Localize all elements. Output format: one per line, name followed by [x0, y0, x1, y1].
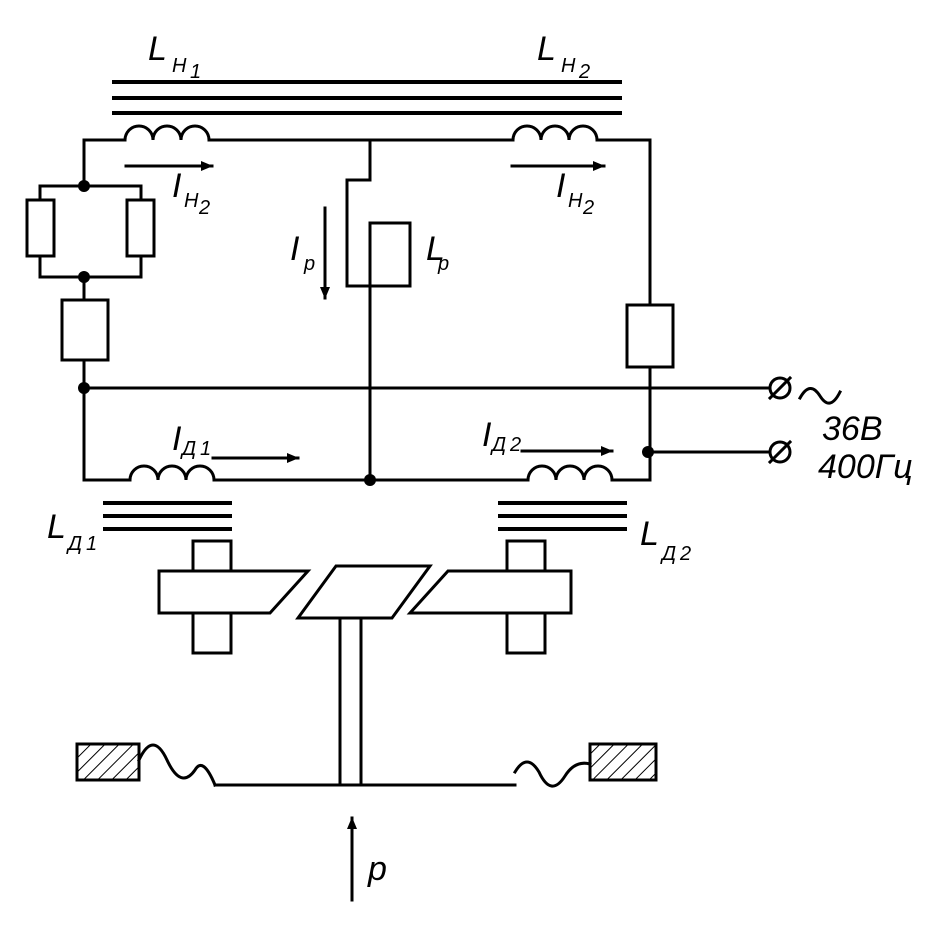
coil-lh1 — [123, 124, 211, 142]
armature-assembly — [157, 539, 573, 787]
terminal-top[interactable] — [767, 375, 793, 401]
inductor-lp — [368, 221, 412, 288]
core-post-right-bottom — [505, 611, 547, 655]
svg-text:2: 2 — [509, 434, 521, 456]
coil-lh2 — [511, 124, 599, 142]
support-left — [75, 742, 141, 782]
membrane-corrugation-left — [137, 743, 217, 787]
coil-ld1 — [128, 464, 216, 482]
armature-plate — [295, 564, 433, 620]
svg-text:Д: Д — [490, 434, 506, 456]
resistor-left-series — [60, 298, 110, 362]
middle-branch — [345, 138, 412, 486]
resistor-right — [625, 303, 675, 369]
supply-frequency-label: 400Гц — [818, 448, 913, 486]
svg-text:2: 2 — [582, 197, 594, 219]
core-post-left-bottom — [191, 611, 233, 655]
svg-text:I: I — [172, 167, 182, 205]
svg-text:L: L — [537, 30, 556, 68]
svg-text:1: 1 — [86, 533, 97, 555]
svg-text:1: 1 — [200, 438, 211, 460]
svg-text:р: р — [303, 253, 315, 275]
svg-text:Н: Н — [568, 190, 583, 212]
label-ih2-right: I Н 2 — [556, 167, 594, 219]
svg-text:Н: Н — [561, 55, 576, 77]
bottom-core-ld1 — [103, 501, 232, 531]
left-branch — [25, 138, 156, 482]
ac-tilde-icon — [797, 387, 843, 405]
pressure-label: p — [367, 850, 387, 888]
core-block-left — [157, 569, 312, 615]
membrane-corrugation-right — [512, 760, 592, 788]
svg-text:Д: Д — [180, 438, 196, 460]
core-post-left-top — [191, 539, 233, 573]
svg-text:I: I — [482, 416, 492, 454]
top-wire — [82, 124, 652, 142]
coil-ld2 — [526, 464, 614, 482]
svg-text:Н: Н — [172, 55, 187, 77]
current-arrows — [124, 161, 614, 902]
svg-text:I: I — [290, 230, 300, 268]
resistor-left-a — [25, 198, 56, 258]
svg-text:2: 2 — [198, 197, 210, 219]
bottom-core-ld2 — [498, 501, 627, 531]
svg-text:I: I — [556, 167, 566, 205]
support-right — [588, 742, 658, 782]
right-branch — [625, 138, 675, 482]
svg-text:L: L — [47, 508, 66, 546]
svg-text:Д: Д — [66, 533, 82, 555]
bottom-wire — [82, 464, 652, 482]
svg-text:Д: Д — [660, 543, 676, 565]
top-transformer-core — [112, 80, 622, 115]
svg-text:1: 1 — [190, 61, 201, 83]
svg-text:L: L — [640, 515, 659, 553]
label-id2: I Д 2 — [482, 416, 521, 456]
svg-text:I: I — [172, 420, 182, 458]
label-lh1: L Н 1 — [148, 30, 201, 83]
label-ld2: L Д 2 — [640, 515, 691, 565]
label-ih2-left: I Н 2 — [172, 167, 210, 219]
terminal-bottom[interactable] — [767, 439, 793, 465]
core-block-right — [406, 569, 573, 615]
svg-text:L: L — [426, 230, 445, 268]
supply-lines — [82, 375, 843, 465]
svg-text:2: 2 — [578, 61, 590, 83]
svg-text:2: 2 — [679, 543, 691, 565]
svg-text:Н: Н — [184, 190, 199, 212]
svg-text:L: L — [148, 30, 167, 68]
membrane-assembly — [75, 742, 658, 788]
resistor-left-b — [125, 198, 156, 258]
label-lh2: L Н 2 — [537, 30, 590, 83]
core-post-right-top — [505, 539, 547, 573]
supply-voltage-label: 36В — [822, 410, 883, 448]
label-lp: L р — [426, 230, 449, 275]
label-ld1: L Д 1 — [47, 508, 97, 555]
label-ip: I р — [290, 230, 315, 275]
svg-text:р: р — [437, 253, 449, 275]
label-id1: I Д 1 — [172, 420, 211, 460]
